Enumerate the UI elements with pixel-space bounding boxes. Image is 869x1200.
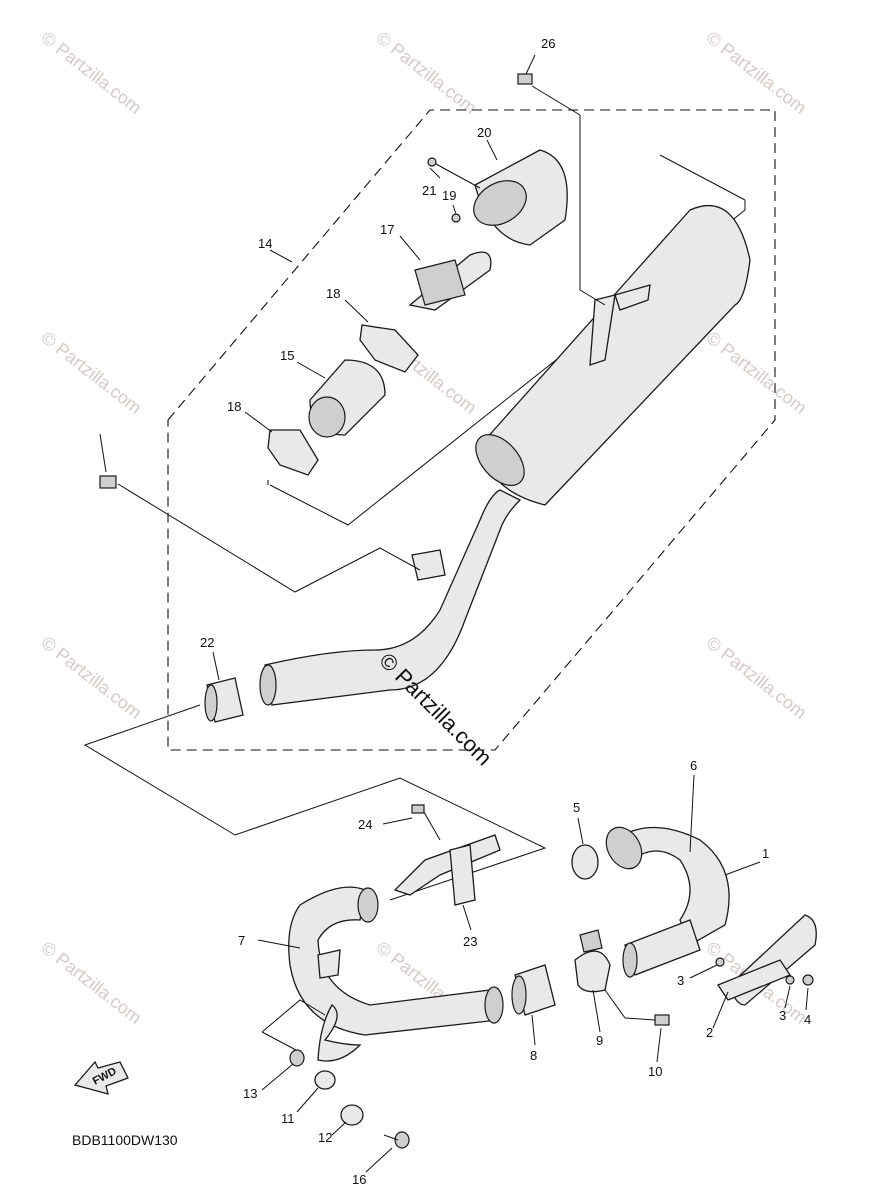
assembly-15-leader: [269, 249, 293, 263]
watermark: © Partzilla.com: [38, 632, 146, 722]
callout-17: 17: [380, 222, 394, 237]
diagram-code: BDB1100DW130: [72, 1132, 178, 1148]
leader-lines: [99, 54, 809, 1173]
watermark: © Partzilla.com: [703, 327, 811, 417]
callout-labels: 26 20 21 19 17 14 18 15 18 22 6 5 24 1 2…: [200, 36, 811, 1187]
watermark: © Partzilla.com: [703, 27, 811, 117]
exhaust-pipe-1: [605, 826, 730, 978]
watermark: © Partzilla.com: [38, 937, 146, 1027]
gasket-lower: [267, 429, 319, 476]
callout-18: 18: [326, 286, 340, 301]
callout-10: 10: [648, 1064, 662, 1079]
callout-3b: 3: [779, 1008, 786, 1023]
pipe-connector-lines: [83, 704, 547, 901]
exhaust-pipe-7: [288, 886, 504, 1036]
callout-2: 2: [706, 1025, 713, 1040]
callout-16: 15: [280, 348, 294, 363]
clamp-9: [574, 929, 611, 993]
watermark: © Partzilla.com: [703, 632, 811, 722]
lower-small-parts: [261, 999, 410, 1149]
callout-8: 8: [530, 1048, 537, 1063]
bracket-23: [393, 804, 501, 906]
callout-3: 3: [677, 973, 684, 988]
callout-13: 16: [352, 1172, 366, 1187]
screw-21-line: [435, 163, 481, 189]
callout-25: 26: [541, 36, 555, 51]
callout-21: 21: [422, 183, 436, 198]
band-22: [204, 677, 244, 723]
callout-12: 12: [318, 1130, 332, 1145]
callout-9: 9: [596, 1033, 603, 1048]
collar-3: [715, 957, 725, 967]
callout-24: 24: [358, 817, 372, 832]
callout-1: 1: [762, 846, 769, 861]
muffler-body: [475, 205, 751, 506]
callout-20: 20: [477, 125, 491, 140]
muffler-pipe: [259, 489, 522, 706]
watermark: © Partzilla.com: [38, 327, 146, 417]
cap-bracket: [659, 154, 746, 201]
callout-23: 23: [463, 934, 477, 949]
silencer-insert: [308, 359, 386, 438]
bolt-4: [802, 974, 814, 986]
fwd-arrow: FWD: [73, 1060, 129, 1095]
internal-parts-bracket: [267, 200, 746, 526]
callout-4: 4: [804, 1012, 811, 1027]
callout-15: 14: [258, 236, 272, 251]
bolt-10: [604, 989, 670, 1026]
watermark: © Partzilla.com: [38, 27, 146, 117]
collar-3b: [785, 975, 795, 985]
callout-11: 11: [281, 1111, 295, 1126]
bolt-25: [517, 73, 606, 306]
callout-5: 5: [573, 800, 580, 815]
callout-6: 6: [690, 758, 697, 773]
protector-2: [717, 914, 817, 1006]
screw-21: [427, 157, 437, 167]
watermark: © Partzilla.com: [373, 27, 481, 117]
assembly-15-boundary: [167, 109, 776, 751]
gasket-5: [571, 844, 599, 880]
fwd-arrow-icon: [73, 1060, 129, 1095]
callout-7: 7: [238, 933, 245, 948]
bolt-26: [99, 475, 421, 593]
end-cap: [473, 149, 568, 246]
callout-18b: 18: [227, 399, 241, 414]
gasket-upper: [359, 324, 419, 373]
joint-8: [511, 964, 556, 1016]
screw-19: [451, 213, 461, 223]
callout-19: 19: [442, 188, 456, 203]
inner-pipe: [408, 251, 492, 311]
callout-14: 13: [243, 1086, 257, 1101]
callout-22: 22: [200, 635, 214, 650]
